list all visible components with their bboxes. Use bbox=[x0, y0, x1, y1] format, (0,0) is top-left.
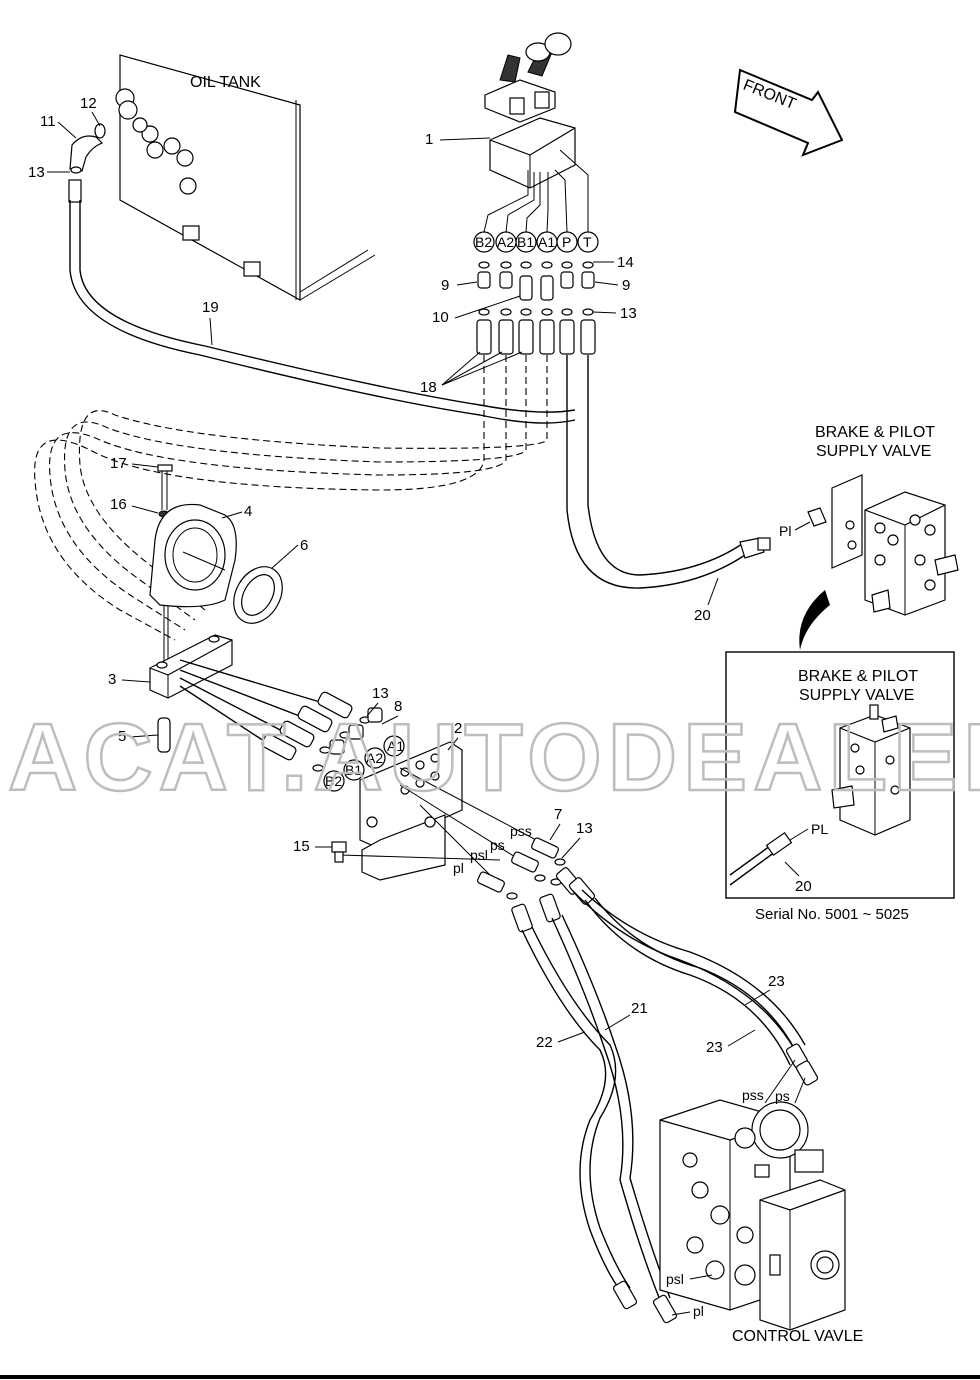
port-pss-valve: pss bbox=[742, 1087, 764, 1103]
callout-3: 3 bbox=[108, 671, 116, 688]
callout-19: 19 bbox=[202, 299, 219, 316]
port-pl-inset: PL bbox=[811, 821, 828, 837]
port-leader-lines bbox=[483, 149, 589, 233]
inset-valve bbox=[831, 704, 911, 836]
callout-14: 14 bbox=[617, 254, 634, 271]
hoses-23 bbox=[555, 867, 819, 1086]
callout-23-upper: 23 bbox=[768, 973, 785, 990]
callout-13-fittings: 13 bbox=[576, 820, 593, 837]
callout-7: 7 bbox=[554, 806, 562, 823]
callout-11: 11 bbox=[40, 113, 56, 130]
callout-22: 22 bbox=[536, 1034, 553, 1051]
port-a2: A2 bbox=[497, 234, 514, 250]
port-a2-plate: A2 bbox=[366, 750, 383, 766]
port-labels-plate bbox=[323, 735, 405, 792]
port-labels-joystick bbox=[473, 231, 599, 253]
callout-1: 1 bbox=[425, 131, 433, 148]
inset-title-2: SUPPLY VALVE bbox=[799, 687, 914, 704]
clamp-3 bbox=[149, 634, 233, 699]
elbow-fitting bbox=[69, 123, 106, 174]
clamp-hose-ends bbox=[179, 659, 383, 772]
brake-pilot-valve bbox=[807, 474, 959, 616]
port-b2: B2 bbox=[475, 234, 492, 250]
port-t: T bbox=[583, 234, 592, 250]
inset-hose-20 bbox=[729, 831, 793, 886]
callout-23-lower: 23 bbox=[706, 1039, 723, 1056]
port-a1-plate: A1 bbox=[387, 738, 404, 754]
callout-18: 18 bbox=[420, 379, 437, 396]
port-psl-fitting: psl bbox=[470, 847, 488, 863]
hoses-21-22 bbox=[511, 893, 678, 1324]
port-b1-plate: B1 bbox=[345, 762, 362, 778]
plate-leaders bbox=[339, 767, 541, 881]
callout-13-joystick: 13 bbox=[620, 305, 637, 322]
callout-6: 6 bbox=[300, 537, 308, 554]
serial-caption: Serial No. 5001 ~ 5025 bbox=[755, 906, 909, 923]
control-valve-title: CONTROL VAVLE bbox=[732, 1328, 863, 1345]
port-b2-plate: B2 bbox=[325, 773, 342, 789]
pilot-joystick bbox=[484, 32, 576, 189]
bracket-4 bbox=[149, 503, 237, 608]
port-ps-valve: ps bbox=[775, 1088, 790, 1104]
grommet-6 bbox=[182, 551, 283, 624]
port-pl-upper: Pl bbox=[779, 523, 791, 539]
fittings-row bbox=[476, 261, 596, 355]
callout-4: 4 bbox=[244, 503, 252, 520]
control-valve bbox=[659, 1099, 846, 1331]
callout-9-left: 9 bbox=[441, 277, 449, 294]
watermark: ACAT.AUTODEALER.RU bbox=[8, 704, 980, 811]
callout-16: 16 bbox=[110, 496, 127, 513]
callout-21: 21 bbox=[631, 1000, 648, 1017]
inset-arrow bbox=[799, 590, 830, 650]
callout-9-right: 9 bbox=[622, 277, 630, 294]
port-pl-fitting: pl bbox=[453, 860, 464, 876]
control-fittings bbox=[477, 837, 566, 900]
dashed-hoses bbox=[34, 355, 548, 641]
callout-13-tank: 13 bbox=[28, 164, 45, 181]
callout-20-inset: 20 bbox=[795, 878, 812, 895]
callout-2: 2 bbox=[454, 720, 462, 737]
oil-tank bbox=[115, 54, 376, 302]
callout-17: 17 bbox=[110, 455, 127, 472]
port-ps-fitting: ps bbox=[490, 837, 505, 853]
port-pl-valve: pl bbox=[693, 1303, 704, 1319]
callout-5: 5 bbox=[118, 728, 126, 745]
callout-13-clamp: 13 bbox=[372, 685, 389, 702]
port-b1: B1 bbox=[517, 234, 534, 250]
hose-19 bbox=[68, 179, 576, 424]
hose-20 bbox=[566, 355, 771, 589]
front-arrow bbox=[733, 68, 844, 157]
callout-10: 10 bbox=[432, 309, 449, 326]
inset-title-1: BRAKE & PILOT bbox=[798, 668, 918, 685]
port-a1: A1 bbox=[538, 234, 555, 250]
brake-valve-title-1: BRAKE & PILOT bbox=[815, 424, 935, 441]
callout-12: 12 bbox=[80, 95, 97, 112]
port-pss-fitting: pss bbox=[510, 823, 532, 839]
bolt-15 bbox=[331, 841, 347, 863]
brake-valve-title-2: SUPPLY VALVE bbox=[816, 443, 931, 460]
bolt-17 bbox=[157, 464, 173, 510]
port-p: P bbox=[562, 234, 571, 250]
callout-20-upper: 20 bbox=[694, 607, 711, 624]
oil-tank-title: OIL TANK bbox=[190, 74, 261, 91]
callout-15: 15 bbox=[293, 838, 310, 855]
port-psl-valve: psl bbox=[666, 1271, 684, 1287]
callout-8: 8 bbox=[394, 698, 402, 715]
